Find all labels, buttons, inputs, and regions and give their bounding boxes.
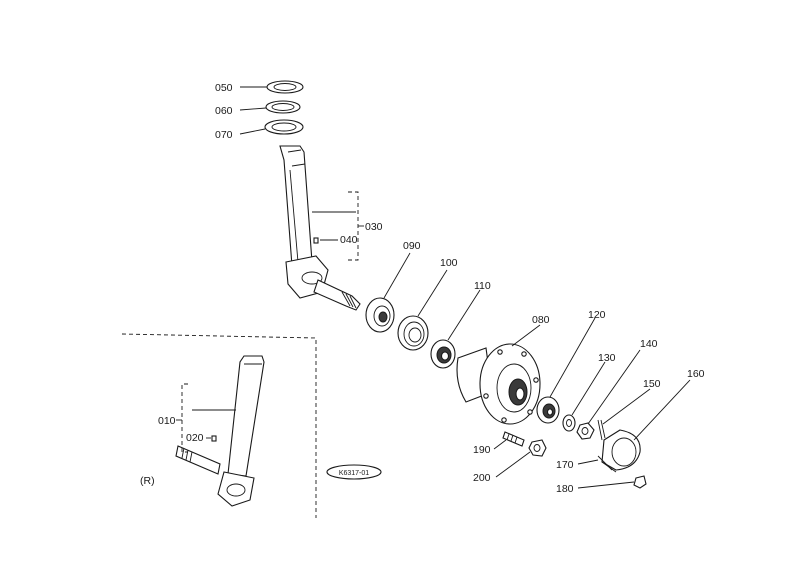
label-060: 060 xyxy=(215,105,233,117)
label-190: 190 xyxy=(473,444,491,456)
cotter-pin-150 xyxy=(597,419,606,441)
kingpin-shaft xyxy=(279,145,313,267)
hub-cap-160 xyxy=(601,429,641,471)
label-120: 120 xyxy=(588,309,606,321)
label-100: 100 xyxy=(440,257,458,269)
label-090: 090 xyxy=(403,240,421,252)
outer-hub-parts xyxy=(502,396,647,489)
stamp-frame xyxy=(326,464,382,480)
label-050: 050 xyxy=(215,82,233,94)
bearing-100 xyxy=(397,315,429,351)
stamp-code: K6317-01 xyxy=(339,470,369,477)
stud-bolt-190 xyxy=(502,431,525,447)
spindle xyxy=(313,279,361,311)
label-200: 200 xyxy=(473,472,491,484)
label-110: 110 xyxy=(474,280,491,292)
label-030: 030 xyxy=(365,221,383,233)
wheel-hub-080 xyxy=(456,343,541,425)
label-side-r: (R) xyxy=(140,475,155,487)
label-070: 070 xyxy=(215,129,233,141)
label-160: 160 xyxy=(687,368,705,380)
spindle-right xyxy=(175,445,221,475)
label-020: 020 xyxy=(186,432,204,444)
label-140: 140 xyxy=(640,338,658,350)
label-150: 150 xyxy=(643,378,661,390)
part-labels: 050 060 070 030 040 090 100 110 080 120 … xyxy=(140,82,705,495)
knuckle-body-right xyxy=(217,471,255,507)
grease-nipple-040 xyxy=(313,237,319,244)
bolt-180 xyxy=(633,475,647,489)
kingpin-assembly-right xyxy=(121,333,382,518)
label-040: 040 xyxy=(340,234,358,246)
leader-lines xyxy=(176,86,691,489)
label-180: 180 xyxy=(556,483,574,495)
nut-140 xyxy=(576,422,595,440)
washer-060 xyxy=(265,100,301,114)
label-010: 010 xyxy=(158,415,176,427)
label-080: 080 xyxy=(532,314,550,326)
label-170: 170 xyxy=(556,459,574,471)
washer-050 xyxy=(266,80,304,94)
bearing-group xyxy=(365,297,456,369)
label-130: 130 xyxy=(598,352,616,364)
washer-070 xyxy=(264,119,304,135)
kingpin-spindle-assembly xyxy=(264,80,361,311)
nut-200 xyxy=(528,439,547,457)
grease-nipple-020 xyxy=(211,435,217,442)
washer-130 xyxy=(562,414,576,432)
kingpin-shaft-right xyxy=(227,355,265,477)
